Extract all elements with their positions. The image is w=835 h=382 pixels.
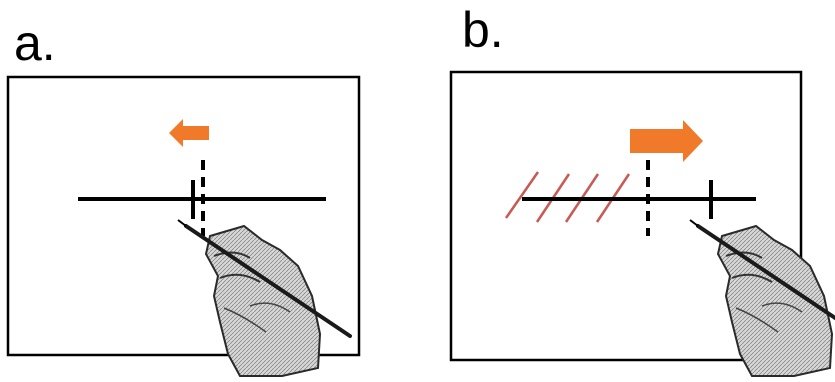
hand-with-pen-icon: [688, 218, 835, 378]
panel-b-label: b.: [462, 2, 504, 58]
panel-b: [449, 70, 835, 378]
hand-with-pen-icon: [176, 218, 352, 378]
right-arrow-icon: [630, 120, 703, 162]
panel-b-frame: [449, 70, 803, 362]
left-arrow-icon: [169, 119, 209, 147]
panel-a-frame: [6, 75, 361, 357]
panel-a: [6, 75, 361, 378]
panel-a-label: a.: [14, 15, 56, 71]
